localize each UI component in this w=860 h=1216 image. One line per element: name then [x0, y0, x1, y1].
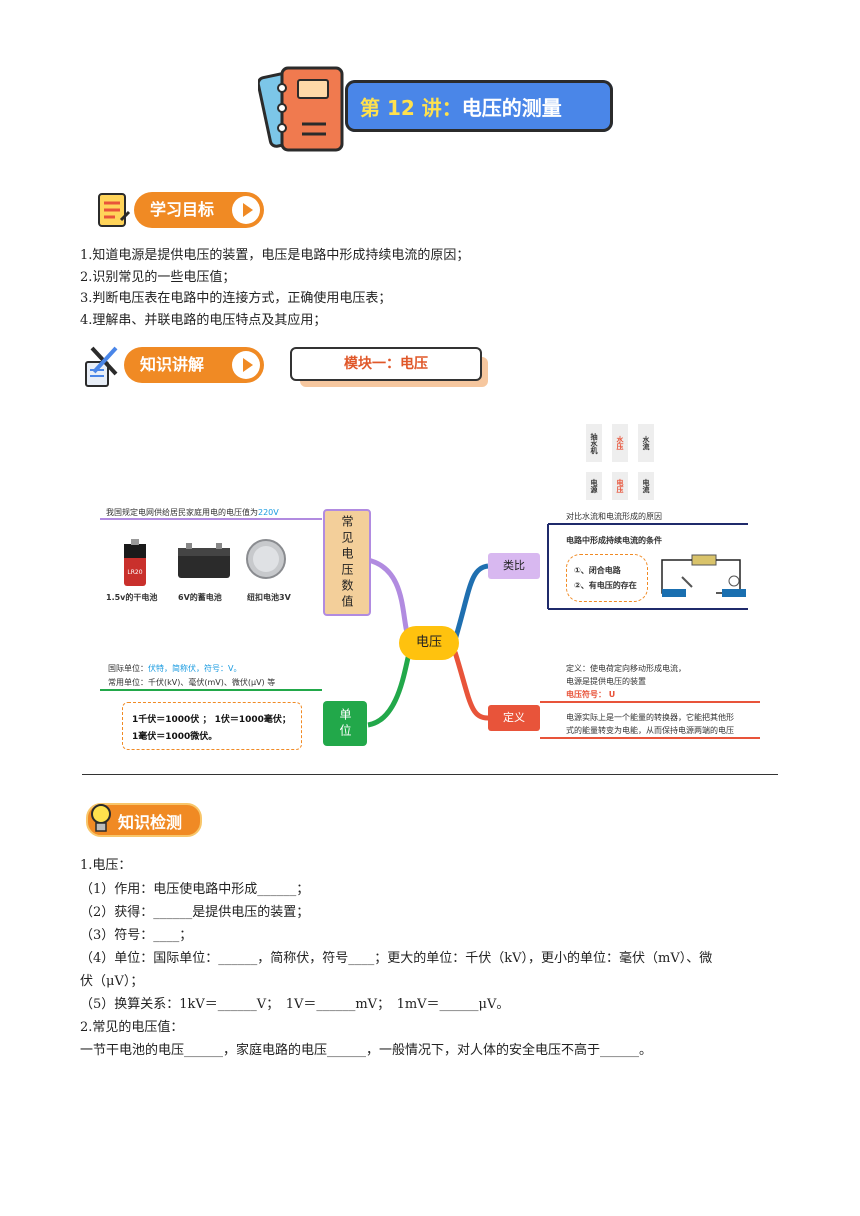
analogy-box-title: 电路中形成持续电流的条件 [566, 536, 662, 545]
unit-line1-value: 伏特，简称伏，符号：V。 [148, 664, 242, 673]
circuit-diagram [652, 553, 752, 607]
tools-icon [82, 344, 124, 388]
voltage-symbol: 电压符号： U [566, 690, 616, 699]
node-analogy: 类比 [488, 553, 540, 579]
node-unit: 单位 [323, 701, 367, 746]
check-line: 1.电压： [80, 858, 132, 873]
def-note-line1: 电源实际上是一个能量的转换器，它能把其他形 [566, 713, 734, 722]
knowledge-label: 知识讲解 [140, 355, 205, 374]
unit-line2: 常用单位：千伏(kV)、毫伏(mV)、微伏(μV) 等 [108, 678, 276, 687]
analogy-caption: 对比水流和电流形成的原因 [566, 512, 662, 521]
unit-line1: 国际单位：伏特，简称伏，符号：V。 [108, 663, 241, 674]
coin-cell-image [244, 537, 288, 585]
caption-value: 220V [258, 508, 279, 517]
analogy-cell: 电源 [586, 472, 602, 500]
analogy-box [566, 554, 648, 602]
title-main: 电压的测量 [461, 96, 562, 120]
lightbulb-icon [88, 801, 114, 839]
analogy-item: ②、有电压的存在 [574, 581, 637, 590]
analogy-cell: 抽水机 [586, 424, 602, 462]
analogy-row2: 电源 电压 电流 [586, 472, 656, 502]
check-line: （3）符号：____； [80, 928, 193, 943]
analogy-cell: 水压 [612, 424, 628, 462]
check-line: （2）获得：______是提供电压的装置； [80, 905, 310, 920]
scroll-icon [93, 190, 133, 230]
analogy-cell: 电流 [638, 472, 654, 500]
unit-line1-prefix: 国际单位： [108, 664, 148, 673]
def-line2: 电源是提供电压的装置 [566, 677, 646, 686]
goal-item: 1.知道电源是提供电压的装置，电压是电路中形成持续电流的原因； [80, 248, 470, 263]
title-banner [345, 80, 613, 132]
analogy-cell: 水流 [638, 424, 654, 462]
play-icon [232, 196, 260, 224]
unit-box-line1: 1千伏＝1000伏 ； 1伏＝1000毫伏； [132, 715, 291, 725]
notebook-icon [256, 66, 348, 156]
check-line: 一节干电池的电压______，家庭电路的电压______，一般情况下，对人体的安… [80, 1043, 653, 1058]
knowledge-tag: 知识讲解 [124, 347, 264, 383]
goals-tag: 学习目标 [134, 192, 264, 228]
dry-battery-image: LR20 [120, 538, 150, 592]
battery-label: 1.5v的干电池 [106, 593, 158, 602]
check-line: （1）作用：电压使电路中形成______； [80, 882, 310, 897]
mindmap-center: 电压 [399, 626, 459, 660]
goal-item: 4.理解串、并联电路的电压特点及其应用； [80, 312, 327, 328]
goals-label: 学习目标 [150, 200, 215, 219]
check-line: 伏（μV）； [80, 974, 144, 989]
check-line: （4）单位：国际单位：______，简称伏，符号____；更大的单位：千伏（kV… [80, 951, 713, 966]
section-divider [82, 774, 778, 775]
goal-item: 2.识别常见的一些电压值； [80, 269, 236, 285]
battery-label: 6V的蓄电池 [178, 593, 222, 602]
goals-list: 1.知道电源是提供电压的装置，电压是电路中形成持续电流的原因； 2.识别常见的一… [80, 245, 469, 331]
voltage-caption: 我国规定电网供给居民家庭用电的电压值为220V [106, 507, 279, 518]
analogy-item: ①、闭合电路 [574, 566, 621, 575]
check-label: 知识检测 [118, 813, 183, 832]
unit-box [122, 702, 302, 750]
lead-acid-battery-image [176, 540, 232, 584]
unit-box-line2: 1毫伏＝1000微伏。 [132, 732, 218, 742]
module-title: 模块一：电压 [290, 347, 482, 381]
battery-label: 纽扣电池3V [247, 593, 291, 602]
node-definition: 定义 [488, 705, 540, 731]
caption-prefix: 我国规定电网供给居民家庭用电的电压值为 [106, 508, 258, 517]
analogy-row1: 抽水机 水压 水流 [586, 424, 656, 464]
node-common-voltage: 常见电压数值 [323, 509, 371, 616]
check-line: （5）换算关系：1kV＝______V； 1V＝______mV； 1mV＝__… [80, 997, 510, 1012]
check-line: 2.常见的电压值： [80, 1020, 184, 1035]
def-note-line2: 式的能量转变为电能，从而保持电源两端的电压 [566, 726, 734, 735]
analogy-cell: 电压 [612, 472, 628, 500]
title-prefix: 第 12 讲： [360, 96, 462, 120]
play-icon [232, 351, 260, 379]
goal-item: 3.判断电压表在电路中的连接方式，正确使用电压表； [80, 291, 392, 306]
page-title: 第 12 讲：电压的测量 [360, 92, 562, 121]
def-line1: 定义：使电荷定向移动形成电流， [566, 664, 686, 673]
mindmap-connectors [100, 518, 760, 739]
svg-text:LR20: LR20 [127, 569, 142, 576]
